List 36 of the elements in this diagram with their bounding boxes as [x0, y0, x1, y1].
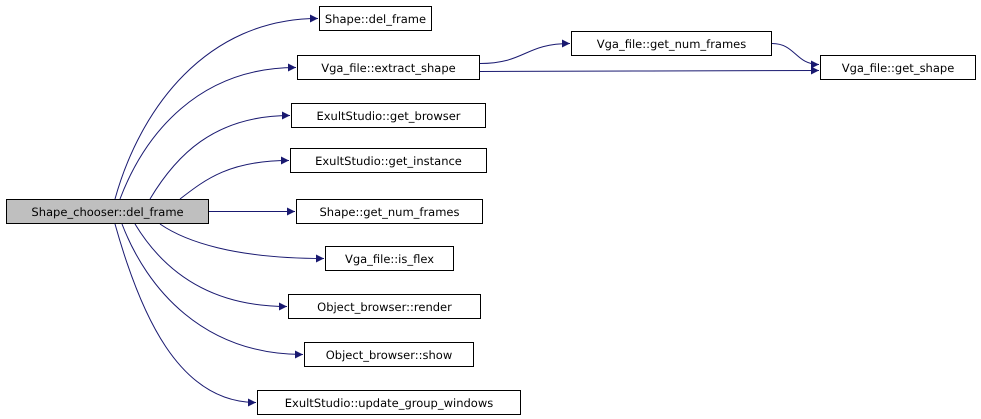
- function-name: ExultStudio::get_browser: [316, 108, 461, 122]
- function-name: Shape::get_num_frames: [319, 204, 460, 218]
- arrow: [120, 64, 296, 200]
- function-box: [325, 246, 454, 271]
- arrow: [114, 224, 256, 406]
- function-box: [296, 199, 483, 224]
- function-name: Vga_file::is_flex: [344, 252, 434, 266]
- function-box: [571, 31, 772, 56]
- function-name: Shape_chooser::del_frame: [31, 204, 184, 218]
- function-box: [6, 199, 209, 224]
- arrow: [772, 43, 820, 68]
- function-name: Vga_file::get_shape: [842, 60, 954, 74]
- function-box: [304, 342, 474, 367]
- arrow: [134, 224, 288, 310]
- arrow: [160, 224, 324, 262]
- arrow: [480, 66, 820, 74]
- function-box: [291, 103, 486, 128]
- function-box: [820, 55, 976, 80]
- arrow: [180, 156, 290, 200]
- function-name: Shape::del_frame: [324, 12, 426, 26]
- function-box: [290, 148, 487, 173]
- function-name: ExultStudio::get_instance: [315, 154, 462, 168]
- arrow: [208, 208, 296, 216]
- function-name: Vga_file::get_num_frames: [596, 36, 746, 50]
- arrow: [150, 112, 290, 200]
- function-name: ExultStudio::update_group_windows: [284, 396, 494, 410]
- arrow: [480, 40, 570, 64]
- function-name: Object_browser::show: [326, 348, 452, 362]
- function-name: Vga_file::extract_shape: [321, 60, 456, 74]
- arrow: [114, 15, 318, 200]
- arrow: [122, 224, 304, 358]
- function-box: [319, 6, 432, 31]
- function-box: [257, 390, 521, 415]
- function-box: [297, 55, 480, 80]
- function-name: Object_browser::render: [317, 300, 452, 314]
- function-box: [288, 294, 481, 319]
